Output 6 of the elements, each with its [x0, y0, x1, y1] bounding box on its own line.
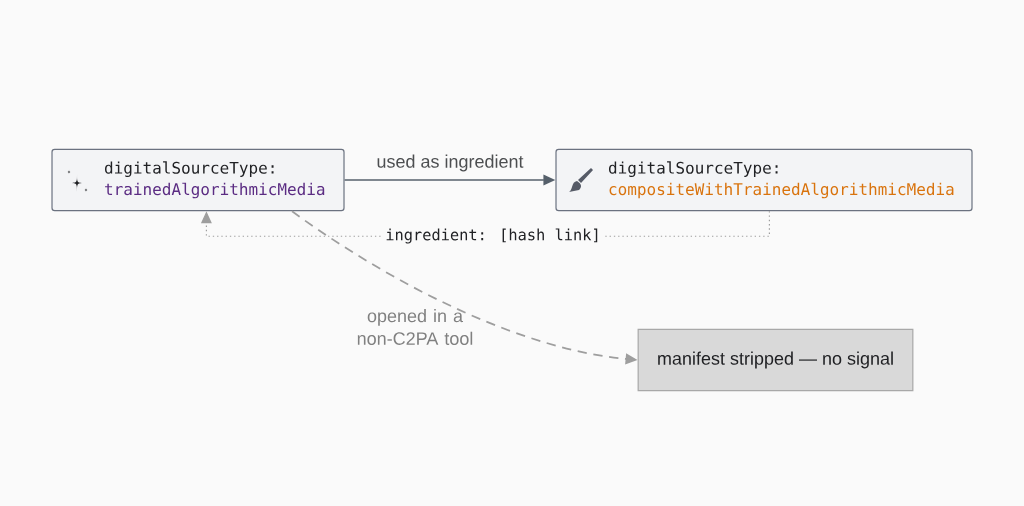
- source-type-box: digitalSourceType: trainedAlgorithmicMedia: [51, 148, 345, 212]
- source-type-box: digitalSourceType: compositeWithTrainedAlgorithmicMedia: [555, 148, 973, 212]
- edge-label: opened in a non-C2PA tool: [357, 309, 473, 345]
- edge-label: used as ingredient: [375, 153, 525, 173]
- status-box: manifest stripped — no signal: [637, 328, 914, 392]
- edge-label: ingredient: [hash link]: [381, 227, 605, 245]
